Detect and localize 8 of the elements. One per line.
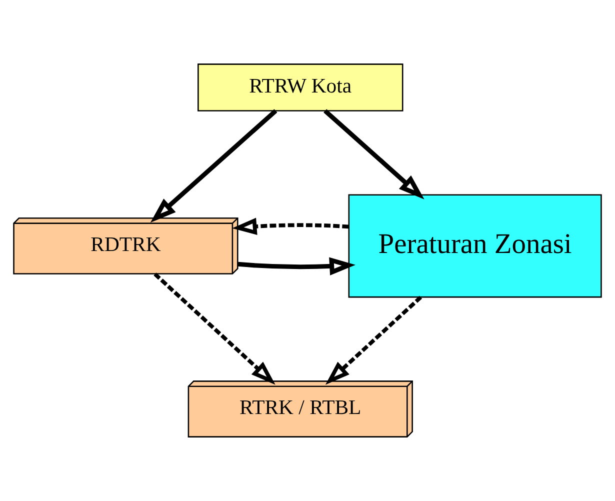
arrow	[154, 272, 276, 385]
node-box: Peraturan Zonasi	[348, 194, 602, 298]
arrow	[238, 257, 356, 276]
arrow	[232, 218, 349, 235]
arrow	[150, 109, 278, 223]
node-box: RTRW Kota	[198, 64, 404, 112]
arrow	[324, 109, 424, 200]
arrow	[325, 296, 422, 385]
